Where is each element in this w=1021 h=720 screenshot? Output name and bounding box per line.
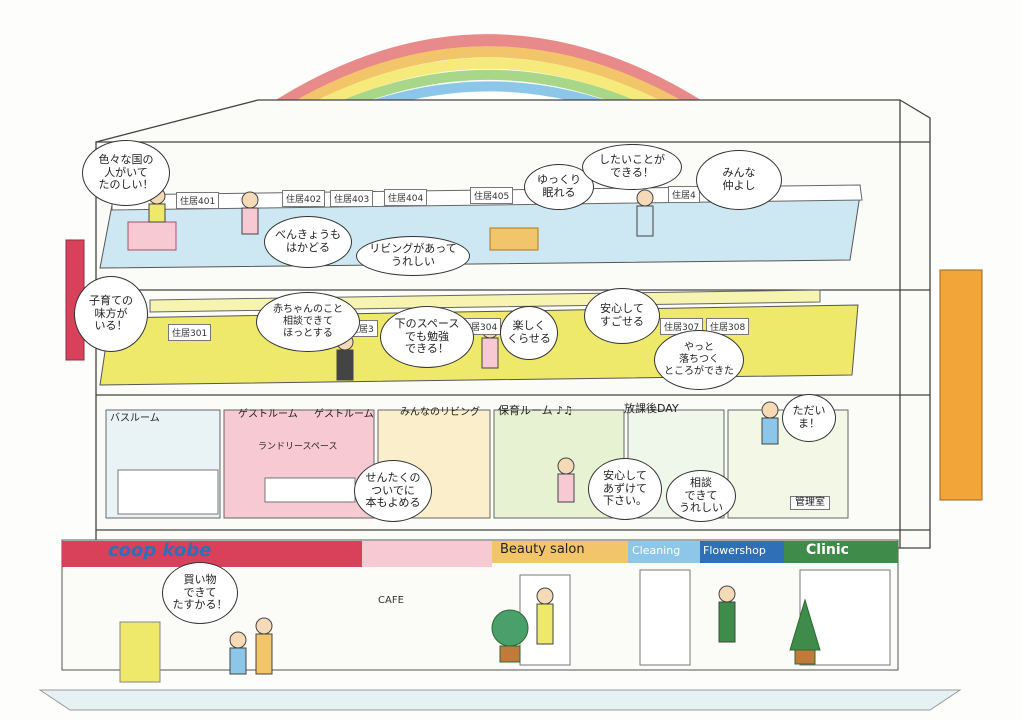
right-banner	[939, 269, 983, 501]
bubble-friends: みんな 仲よし	[696, 150, 782, 210]
bubble-living: リビングがあって うれしい	[356, 236, 470, 276]
bubble-home: ただいま！	[782, 394, 836, 442]
room-tag-401: 住居401	[176, 192, 220, 209]
room-tag-402: 住居402	[282, 190, 326, 207]
bubble-space: 下のスペース でも勉強 できる！	[380, 306, 474, 368]
coop-kobe-sign: coop kobe	[108, 540, 212, 561]
room-tag-4xx: 住居4	[668, 186, 700, 203]
beauty-salon-sign: Beauty salon	[500, 542, 585, 557]
bubble-study: べんきょうも はかどる	[264, 216, 352, 268]
bubble-childcare: 子育ての 味方が いる！	[74, 276, 148, 352]
bubble-sleep: ゆっくり 眠れる	[524, 164, 594, 210]
afterschool-label: 放課後DAY	[624, 402, 679, 415]
cleaning-sign: Cleaning	[632, 544, 681, 557]
guestroom-1-label: ゲストルーム	[238, 409, 298, 420]
room-tag-405: 住居405	[470, 187, 514, 204]
guestroom-2-label: ゲストルーム	[314, 409, 374, 420]
bubble-safe: 安心して すごせる	[584, 288, 660, 344]
bubble-laundry-read: せんたくの ついでに 本もよめる	[354, 460, 432, 522]
office-label: 管理室	[790, 496, 830, 510]
room-tag-403: 住居403	[330, 190, 374, 207]
bubble-consult: 相談 できて うれしい	[666, 470, 736, 522]
bathroom-label: バスルーム	[110, 413, 160, 424]
cafe-sign: CAFE	[378, 595, 404, 606]
bubble-foreigners: 色々な国の 人がいて たのしい！	[82, 140, 170, 206]
nursery-label: 保育ルーム ♪♫	[498, 404, 574, 417]
bubble-shopping: 買い物 できて たすかる！	[162, 562, 238, 624]
room-tag-308: 住居308	[706, 318, 750, 335]
bubble-baby: 赤ちゃんのこと 相談できて ほっとする	[256, 292, 360, 352]
floor2-interior	[105, 409, 849, 519]
bubble-doable: したいことが できる！	[582, 144, 682, 190]
room-tag-301: 住居301	[168, 324, 212, 341]
clinic-sign: Clinic	[806, 542, 849, 558]
flowershop-sign: Flowershop	[703, 544, 766, 557]
floor1-storefront	[38, 539, 962, 711]
living-room-label: みんなのリビング	[400, 407, 480, 418]
room-tag-404: 住居404	[384, 189, 428, 206]
bubble-fun: 楽しく くらせる	[500, 306, 558, 360]
bubble-calm: やっと 落ちつく ところができた	[654, 330, 744, 390]
laundry-label: ランドリースペース	[258, 442, 338, 452]
bubble-trust: 安心して あずけて 下さい。	[588, 458, 662, 520]
plants	[491, 598, 821, 665]
